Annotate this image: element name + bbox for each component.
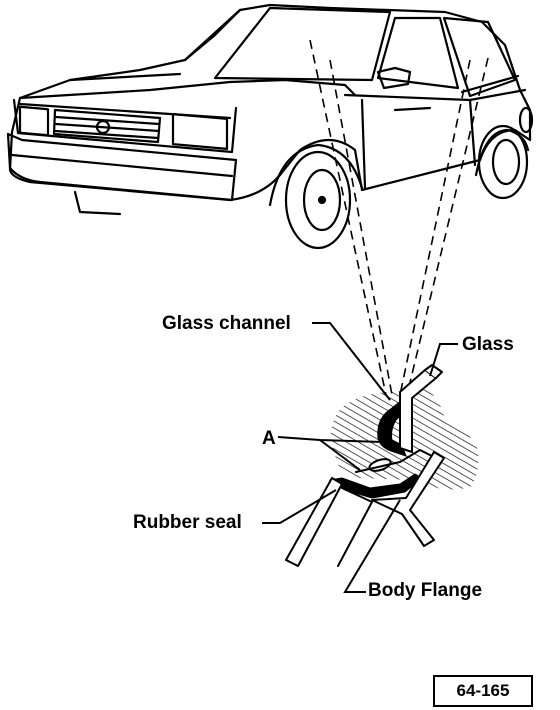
projection-lines [309,39,489,396]
figure-number-box: 64-165 [433,675,533,707]
callout-body-flange: Body Flange [368,580,483,601]
callout-glass: Glass [462,334,514,355]
callout-a: A [262,428,276,449]
glass-channel-detail [285,364,479,567]
figure-number: 64-165 [456,681,510,700]
leader-lines [262,322,458,593]
callout-glass-channel: Glass channel [162,313,291,334]
callout-rubber-seal: Rubber seal [133,512,242,533]
car-illustration [6,3,534,250]
